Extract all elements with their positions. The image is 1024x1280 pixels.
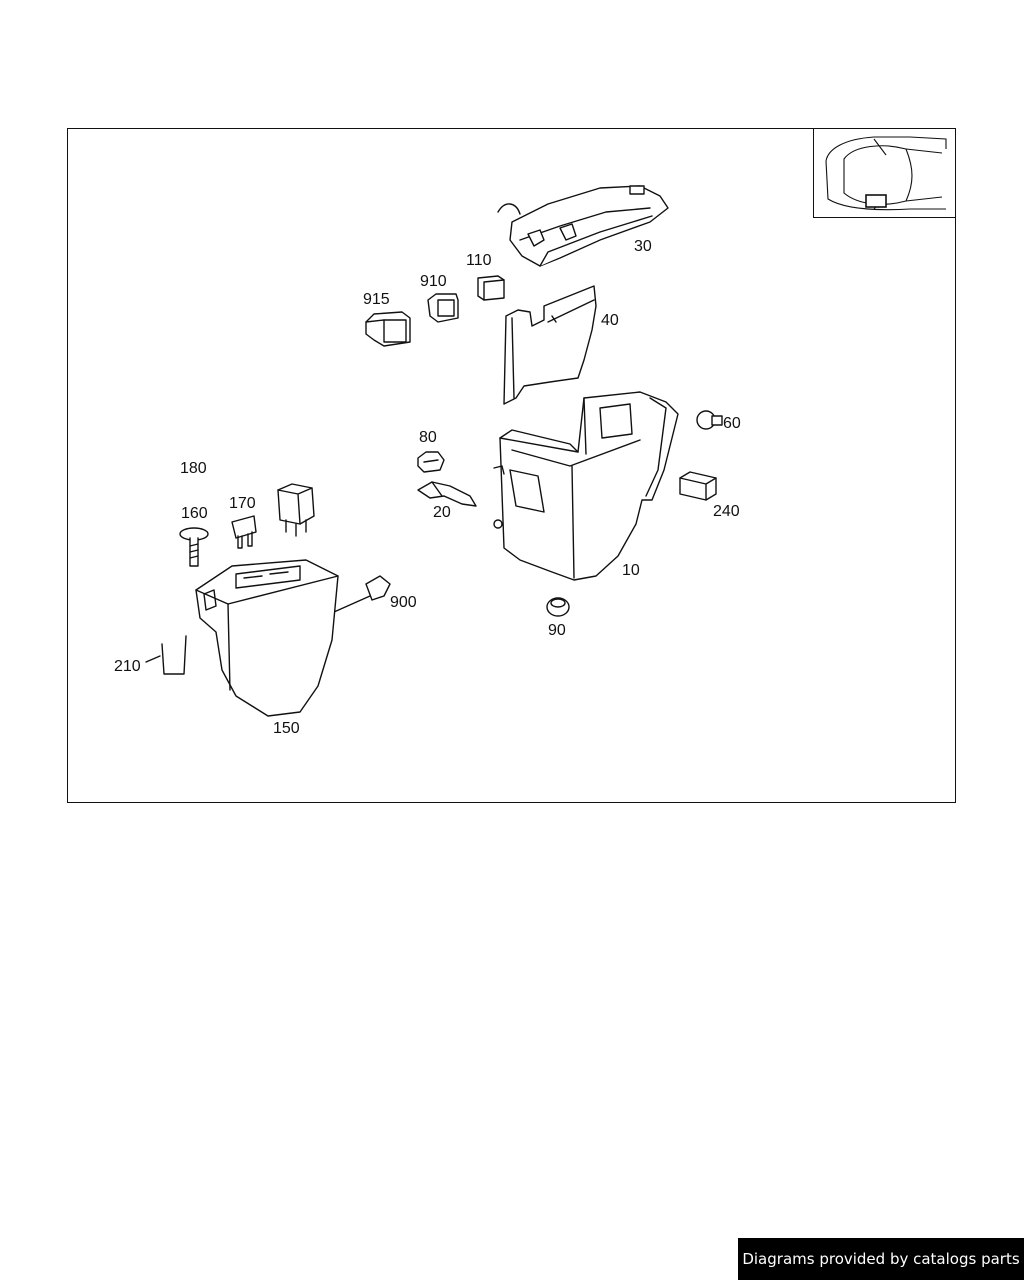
label-180: 180 <box>180 460 207 477</box>
label-170: 170 <box>229 495 256 512</box>
label-20: 20 <box>433 504 451 521</box>
label-150: 150 <box>273 720 300 737</box>
part-90-grommet <box>546 597 570 617</box>
part-170-fuse <box>231 515 257 549</box>
part-900-wedge <box>333 575 391 613</box>
label-900: 900 <box>390 594 417 611</box>
part-160-bolt <box>179 527 209 567</box>
label-40: 40 <box>601 312 619 329</box>
part-915-fuse <box>365 311 411 347</box>
label-210: 210 <box>114 658 141 675</box>
part-10-housing <box>493 391 679 581</box>
label-30: 30 <box>634 238 652 255</box>
label-915: 915 <box>363 291 390 308</box>
part-910-fuse <box>427 293 459 323</box>
label-80: 80 <box>419 429 437 446</box>
label-60: 60 <box>723 415 741 432</box>
label-160: 160 <box>181 505 208 522</box>
part-110-fuse <box>477 275 505 301</box>
label-110: 110 <box>466 252 492 269</box>
diagram-frame <box>67 128 956 803</box>
vehicle-location-inset <box>813 128 956 218</box>
part-240-block <box>679 471 717 501</box>
label-10: 10 <box>622 562 640 579</box>
credit-badge: Diagrams provided by catalogs parts <box>738 1238 1024 1280</box>
label-90: 90 <box>548 622 566 639</box>
part-60-screw <box>696 410 723 430</box>
label-240: 240 <box>713 503 740 520</box>
part-80-nut <box>417 451 445 473</box>
part-40-panel <box>503 285 597 405</box>
vehicle-outline-icon <box>825 136 947 211</box>
part-20-clip <box>417 481 477 507</box>
label-910: 910 <box>420 273 447 290</box>
part-180-relay <box>277 483 315 537</box>
part-30-cover <box>497 185 669 267</box>
part-150-box <box>195 559 339 717</box>
part-210-puller <box>145 635 187 675</box>
